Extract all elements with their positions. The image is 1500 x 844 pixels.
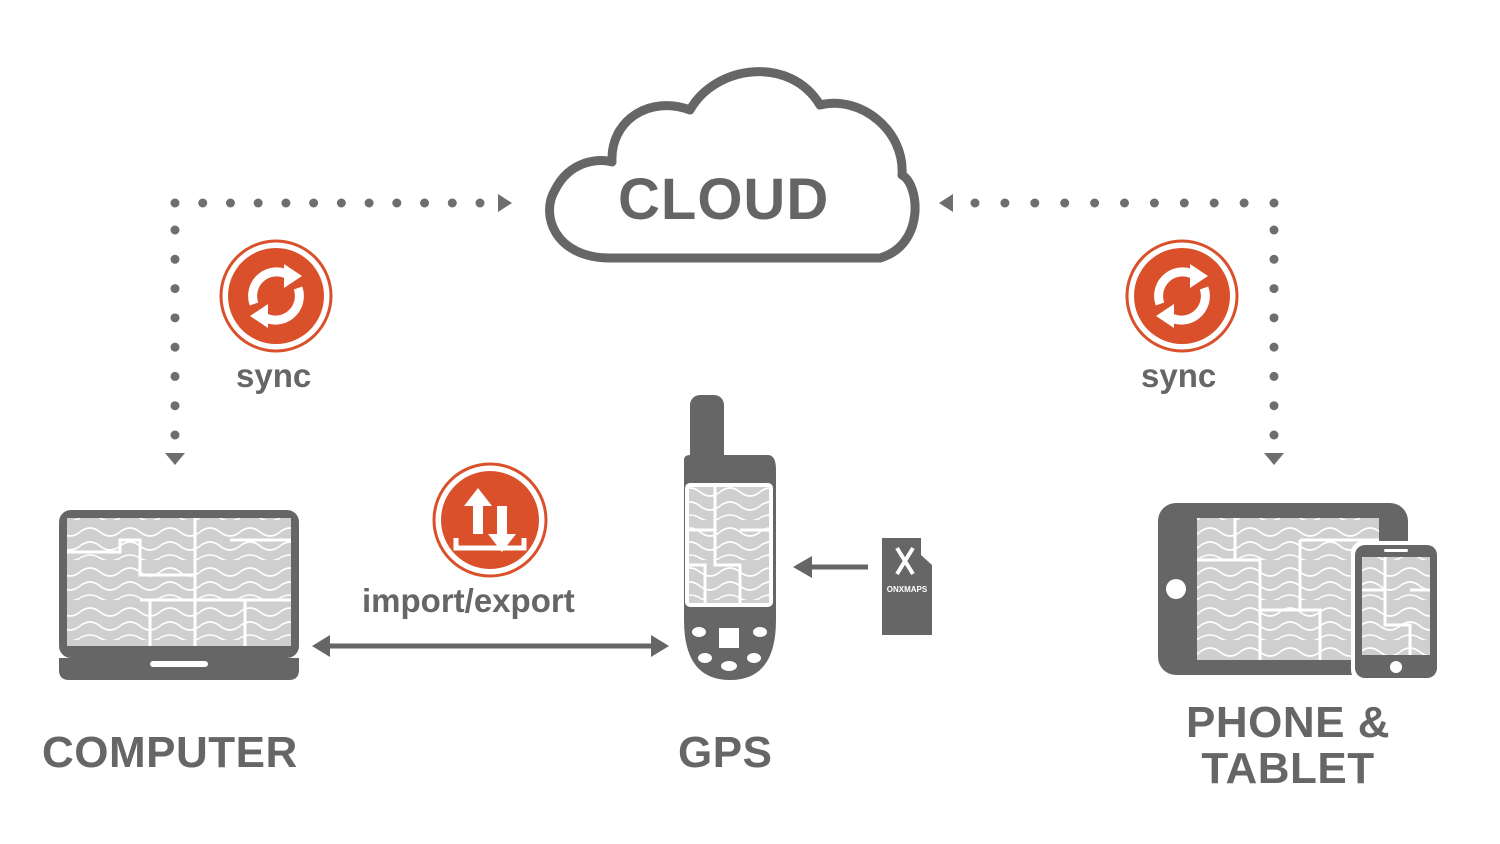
phone-tablet-label-line2: TABLET bbox=[1201, 744, 1375, 793]
path-dot bbox=[170, 371, 180, 381]
path-dot bbox=[225, 198, 235, 208]
sync-path-right bbox=[939, 194, 1284, 465]
path-dot bbox=[420, 198, 430, 208]
path-dot bbox=[1239, 198, 1249, 208]
computer-label: COMPUTER bbox=[42, 728, 298, 777]
sd-card-brand: ONXMAPS bbox=[887, 585, 928, 594]
sync-label-right: sync bbox=[1141, 357, 1217, 394]
import-export-icon bbox=[432, 462, 548, 578]
double-arrow-icon bbox=[312, 635, 669, 657]
path-dot bbox=[170, 198, 180, 208]
arrow-head-right-icon bbox=[498, 194, 512, 212]
path-dot bbox=[309, 198, 319, 208]
path-dot bbox=[336, 198, 346, 208]
path-dot bbox=[1269, 371, 1279, 381]
sync-path-left bbox=[165, 194, 512, 465]
gps-label: GPS bbox=[678, 728, 773, 777]
path-dot bbox=[170, 342, 180, 352]
path-dot bbox=[1030, 198, 1040, 208]
sd-card-icon: ONXMAPS bbox=[882, 538, 932, 635]
phone-tablet-label-line1: PHONE & bbox=[1186, 698, 1390, 747]
path-dot bbox=[281, 198, 291, 208]
path-dot bbox=[1269, 225, 1279, 235]
path-dot bbox=[253, 198, 263, 208]
path-dot bbox=[1000, 198, 1010, 208]
path-dot bbox=[170, 430, 180, 440]
arrow-head-down-icon bbox=[1264, 453, 1284, 465]
path-dot bbox=[1179, 198, 1189, 208]
tablet-icon bbox=[1158, 503, 1408, 675]
path-dot bbox=[170, 401, 180, 411]
path-dot bbox=[447, 198, 457, 208]
import-export-label: import/export bbox=[362, 582, 575, 619]
laptop-icon bbox=[59, 510, 299, 680]
path-dot bbox=[1269, 254, 1279, 264]
path-dot bbox=[170, 284, 180, 294]
sync-label-left: sync bbox=[236, 357, 312, 394]
sync-icon bbox=[219, 239, 333, 353]
path-dot bbox=[170, 254, 180, 264]
path-dot bbox=[1269, 342, 1279, 352]
path-dot bbox=[1269, 401, 1279, 411]
gps-device-icon bbox=[684, 395, 776, 680]
path-dot bbox=[170, 225, 180, 235]
sync-icon bbox=[1125, 239, 1239, 353]
path-dot bbox=[170, 313, 180, 323]
path-dot bbox=[1060, 198, 1070, 208]
arrow-left-icon bbox=[793, 556, 868, 578]
path-dot bbox=[1149, 198, 1159, 208]
path-dot bbox=[970, 198, 980, 208]
path-dot bbox=[1269, 313, 1279, 323]
cloud-icon bbox=[545, 67, 920, 263]
path-dot bbox=[1269, 198, 1279, 208]
path-dot bbox=[1120, 198, 1129, 208]
path-dot bbox=[1090, 198, 1100, 208]
path-dot bbox=[475, 198, 485, 208]
path-dot bbox=[1269, 430, 1279, 440]
phone-icon bbox=[1351, 541, 1441, 682]
phone-tablet-label: PHONE & TABLET bbox=[1186, 700, 1390, 792]
path-dot bbox=[1209, 198, 1219, 208]
path-dot bbox=[1269, 284, 1279, 294]
arrow-head-left-icon bbox=[939, 194, 953, 212]
arrow-head-down-icon bbox=[165, 453, 185, 465]
path-dot bbox=[392, 198, 402, 208]
path-dot bbox=[198, 198, 208, 208]
cloud-label: CLOUD bbox=[618, 167, 830, 232]
path-dot bbox=[364, 198, 374, 208]
